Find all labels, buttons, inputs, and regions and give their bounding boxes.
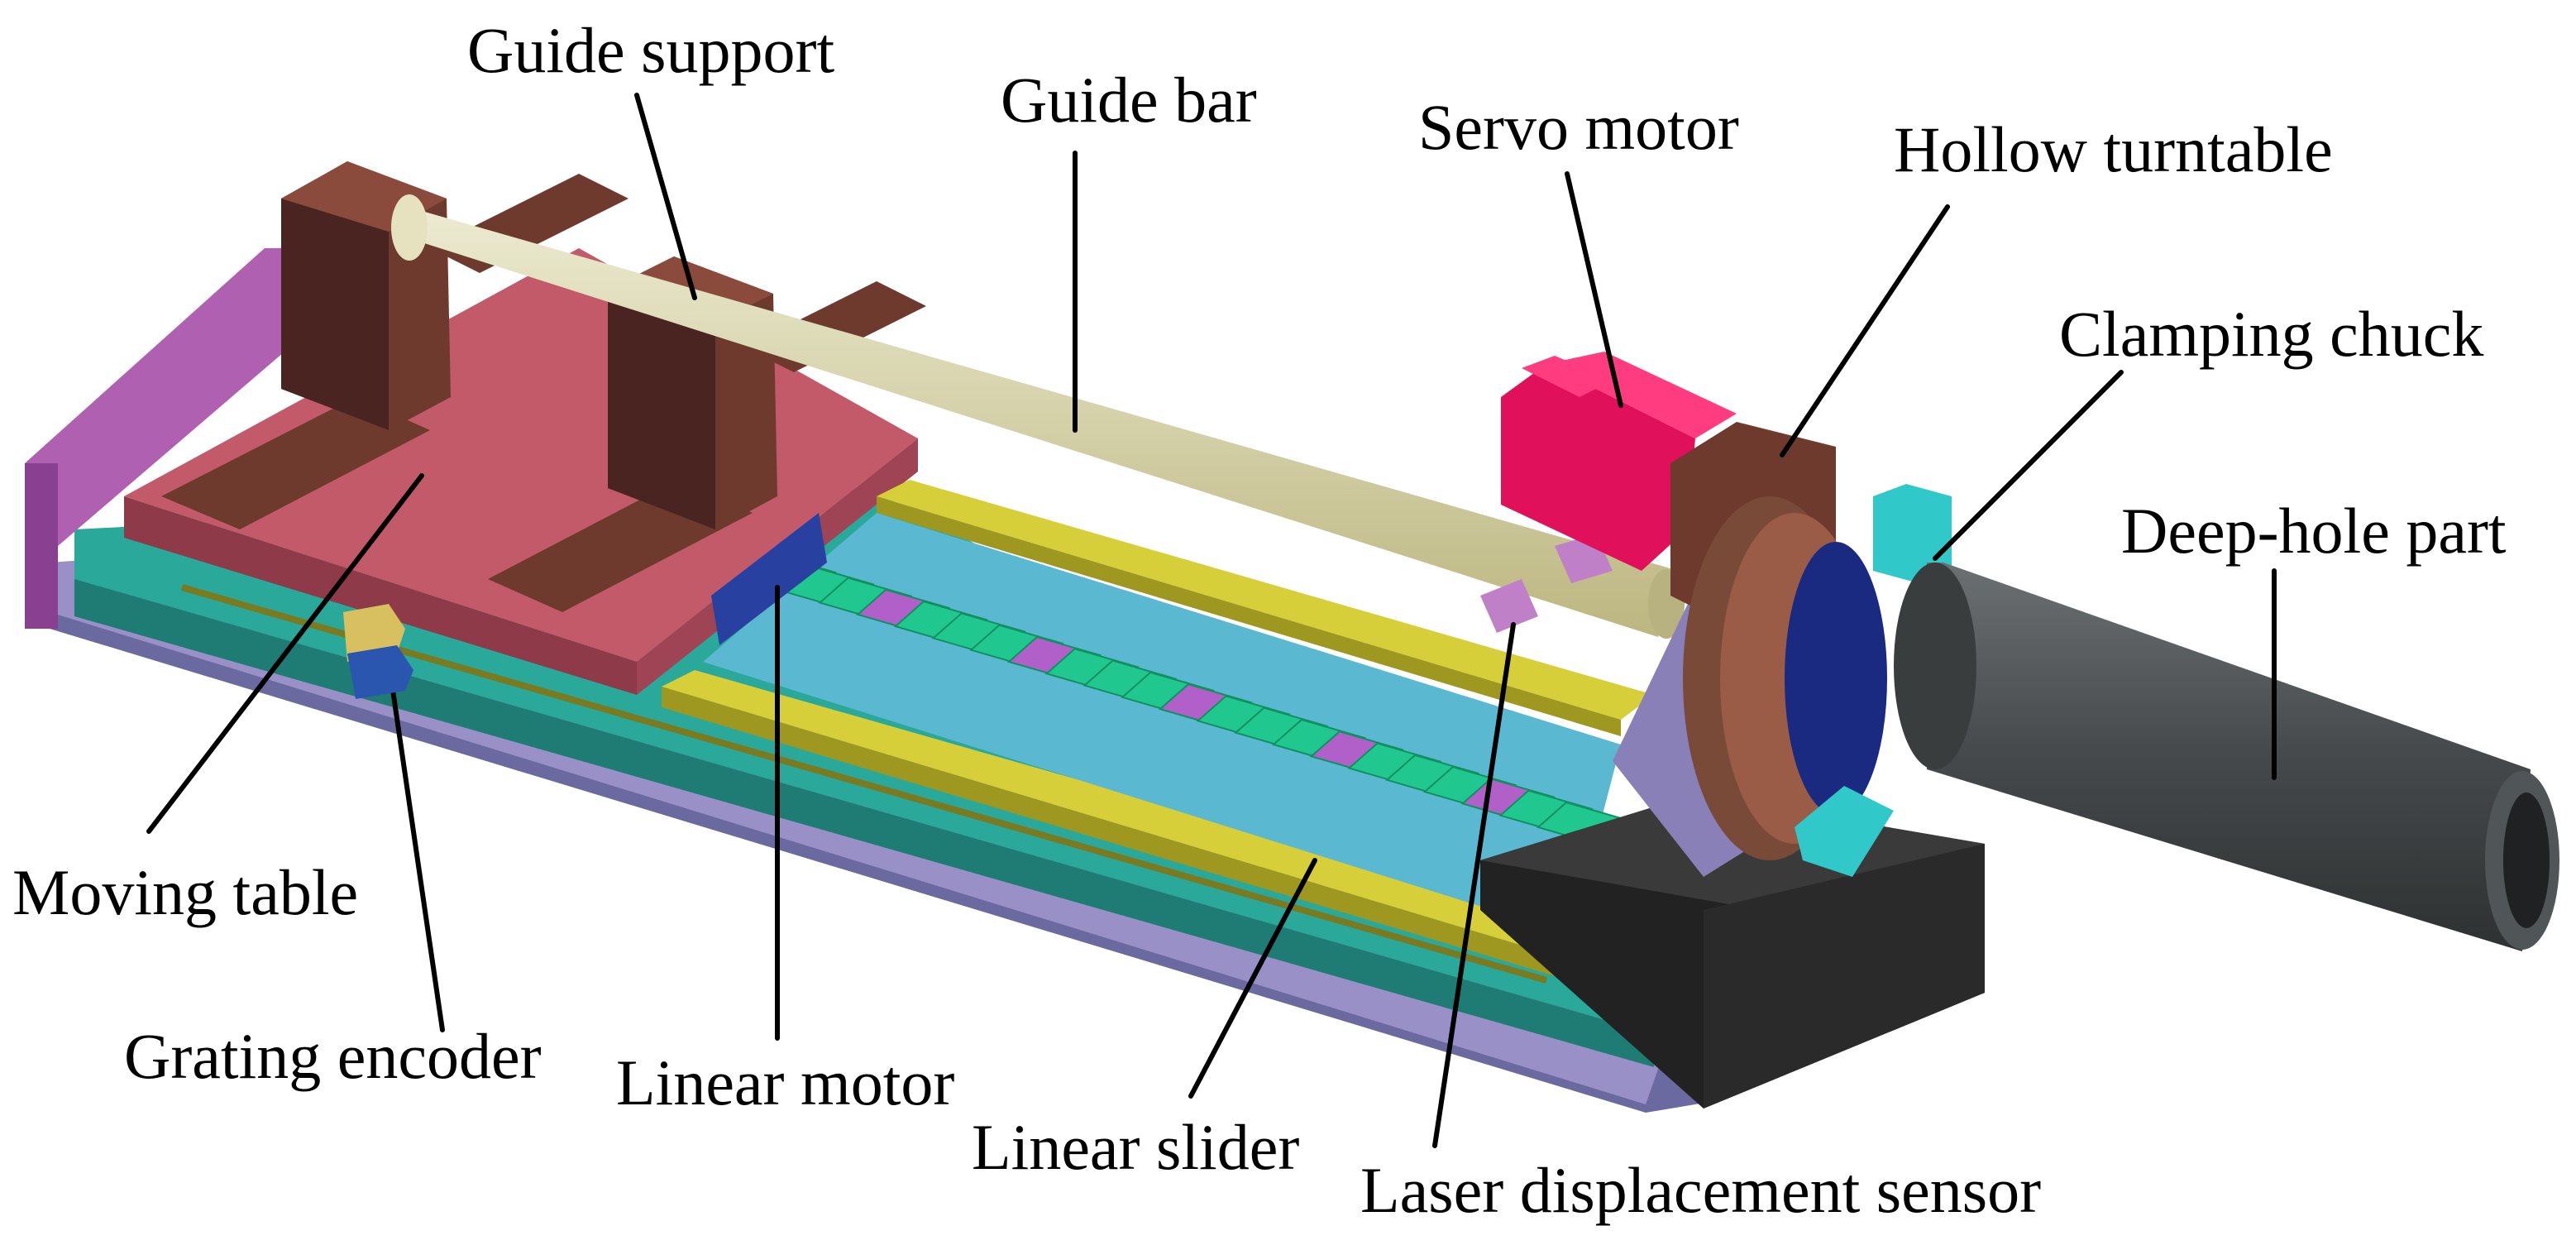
teal-base-front xyxy=(74,579,1654,1067)
label-servo-motor: Servo motor xyxy=(1418,91,1739,163)
label-linear-motor: Linear motor xyxy=(616,1046,955,1118)
leader-servo-motor xyxy=(1565,171,1623,408)
linear-slider-rails xyxy=(662,480,1679,1013)
encoder-scale-strip xyxy=(180,584,1548,984)
rear-rail xyxy=(877,480,1654,720)
magenta-end-frame xyxy=(25,248,289,629)
leader-moving-table xyxy=(146,473,424,834)
label-clamping-chuck: Clamping chuck xyxy=(2059,298,2484,370)
label-linear-slider: Linear slider xyxy=(972,1111,1300,1183)
leader-laser-sensor xyxy=(1432,622,1516,1148)
deep-hole-part xyxy=(1894,563,2559,951)
leader-hollow-turntable xyxy=(1780,204,1950,457)
label-laser-displacement-sensor: Laser displacement sensor xyxy=(1360,1154,2042,1226)
grating-encoder-head xyxy=(343,604,413,699)
label-guide-support: Guide support xyxy=(467,14,835,86)
servo-motor xyxy=(1501,352,1737,571)
guide-support-left xyxy=(281,161,451,430)
laser-displacement-sensor xyxy=(1480,534,1613,633)
leader-grating-encoder xyxy=(386,659,445,1032)
label-grating-encoder: Grating encoder xyxy=(124,1020,542,1092)
leader-guide-support xyxy=(634,93,697,300)
label-guide-bar: Guide bar xyxy=(1001,64,1257,136)
label-moving-table: Moving table xyxy=(12,856,359,928)
clamping-chuck xyxy=(1795,484,1952,877)
leader-clamping-chuck xyxy=(1933,370,2124,561)
linear-motor-mover xyxy=(711,513,827,645)
leader-linear-slider xyxy=(1188,858,1317,1099)
linear-motor xyxy=(703,513,1632,935)
label-hollow-turntable: Hollow turntable xyxy=(1894,113,2333,185)
hollow-turntable xyxy=(1670,422,1887,860)
leader-lines xyxy=(146,93,2277,1148)
front-rail xyxy=(662,670,1679,993)
label-deep-hole-part: Deep-hole part xyxy=(2121,495,2507,567)
